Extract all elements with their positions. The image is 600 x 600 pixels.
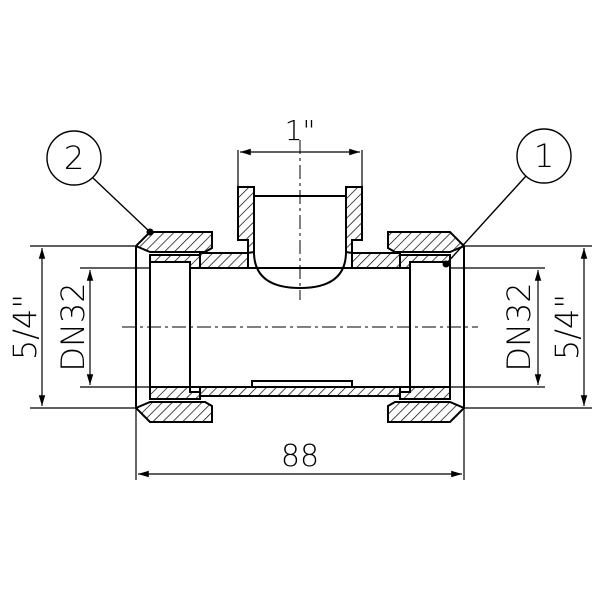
branch-thread-label: 1": [285, 114, 316, 147]
leader-dot-left: [146, 228, 154, 236]
callouts: [46, 128, 572, 265]
right-union-nut: [387, 231, 466, 423]
right-thread-label: 5/4": [548, 294, 586, 360]
callout-number-2: 2: [64, 139, 84, 177]
dimension-lines: [30, 148, 592, 480]
left-union-nut: [134, 231, 213, 423]
callout-balloon-2: [46, 130, 102, 186]
callout-balloon-1: [516, 128, 572, 184]
left-nominal-label: DN32: [54, 282, 92, 371]
callout-number-1: 1: [534, 137, 554, 175]
centerlines: [122, 140, 478, 328]
overall-length-label: 88: [281, 439, 319, 474]
right-nominal-label: DN32: [500, 282, 538, 371]
leader-dot-right: [442, 260, 450, 268]
left-thread-label: 5/4": [6, 294, 44, 360]
